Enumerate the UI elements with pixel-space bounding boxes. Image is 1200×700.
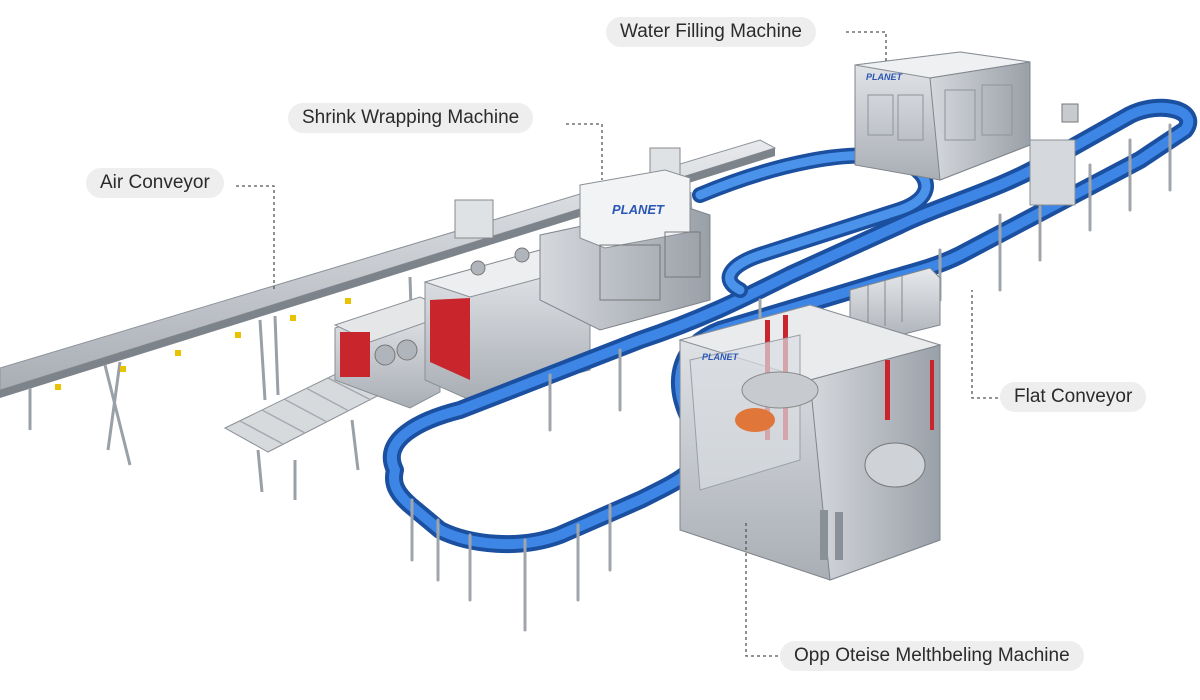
callout-air-conveyor: Air Conveyor [86,168,224,198]
callout-flat-conveyor: Flat Conveyor [1000,382,1147,412]
callout-opp-labeling-machine: Opp Oteise Melthbeling Machine [780,641,1084,671]
flexible-chain-conveyor [382,98,1197,632]
callout-water-filling-machine: Water Filling Machine [606,17,816,47]
water-filling-machine: PLANET [854,51,1079,206]
shrink-wrapping-machine: PLANET [539,169,711,331]
labeling-machine: PLANET [678,267,942,581]
planet-logo-filler: PLANET [866,72,904,82]
roller-conveyor [223,371,387,500]
callout-leaders [236,31,998,657]
callout-shrink-wrapping-machine: Shrink Wrapping Machine [288,103,534,133]
planet-logo-shrink: PLANET [612,202,665,217]
planet-logo-labeler: PLANET [702,352,740,362]
